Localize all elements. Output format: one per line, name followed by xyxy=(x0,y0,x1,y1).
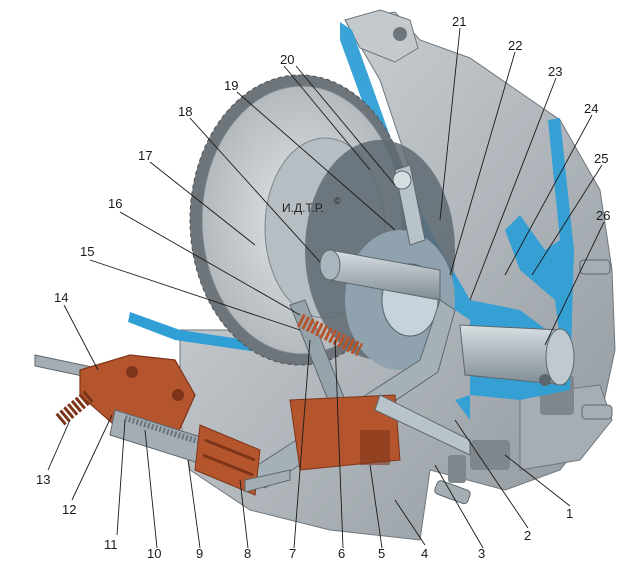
label-13: 13 xyxy=(36,472,50,487)
clutch-mechanism xyxy=(249,140,613,505)
label-14: 14 xyxy=(54,290,68,305)
label-21: 21 xyxy=(452,14,466,29)
studs xyxy=(434,259,613,505)
label-24: 24 xyxy=(584,101,598,116)
label-1: 1 xyxy=(566,506,573,521)
housing-window-3 xyxy=(448,455,466,483)
label-7: 7 xyxy=(289,546,296,561)
label-23: 23 xyxy=(548,64,562,79)
label-12: 12 xyxy=(62,502,76,517)
label-15: 15 xyxy=(80,244,94,259)
label-22: 22 xyxy=(508,38,522,53)
label-2: 2 xyxy=(524,528,531,543)
return-spring-left xyxy=(55,389,95,426)
label-20: 20 xyxy=(280,52,294,67)
label-10: 10 xyxy=(147,546,161,561)
label-25: 25 xyxy=(594,151,608,166)
label-19: 19 xyxy=(224,78,238,93)
pushrod xyxy=(244,469,291,493)
label-16: 16 xyxy=(108,196,122,211)
inner-spring xyxy=(124,415,201,445)
label-17: 17 xyxy=(138,148,152,163)
label-8: 8 xyxy=(244,546,251,561)
housing-window-1 xyxy=(470,440,510,470)
lower-arm xyxy=(374,394,471,456)
label-18: 18 xyxy=(178,104,192,119)
watermark-mark: © xyxy=(334,196,341,206)
label-4: 4 xyxy=(421,546,428,561)
number-labels: 1 2 3 4 5 6 7 8 9 10 11 12 13 14 15 16 1… xyxy=(36,14,610,561)
center-spring xyxy=(296,313,364,357)
external-linkage xyxy=(34,354,291,496)
leader-lines xyxy=(47,27,605,549)
label-6: 6 xyxy=(338,546,345,561)
label-11: 11 xyxy=(104,537,118,552)
label-9: 9 xyxy=(196,546,203,561)
label-26: 26 xyxy=(596,208,610,223)
output-shaft xyxy=(459,324,566,386)
watermark-text: И.Д.Т.Р. xyxy=(282,201,324,215)
label-5: 5 xyxy=(378,546,385,561)
mount-hole xyxy=(393,27,407,41)
housing-mount-ear xyxy=(344,9,419,63)
label-3: 3 xyxy=(478,546,485,561)
